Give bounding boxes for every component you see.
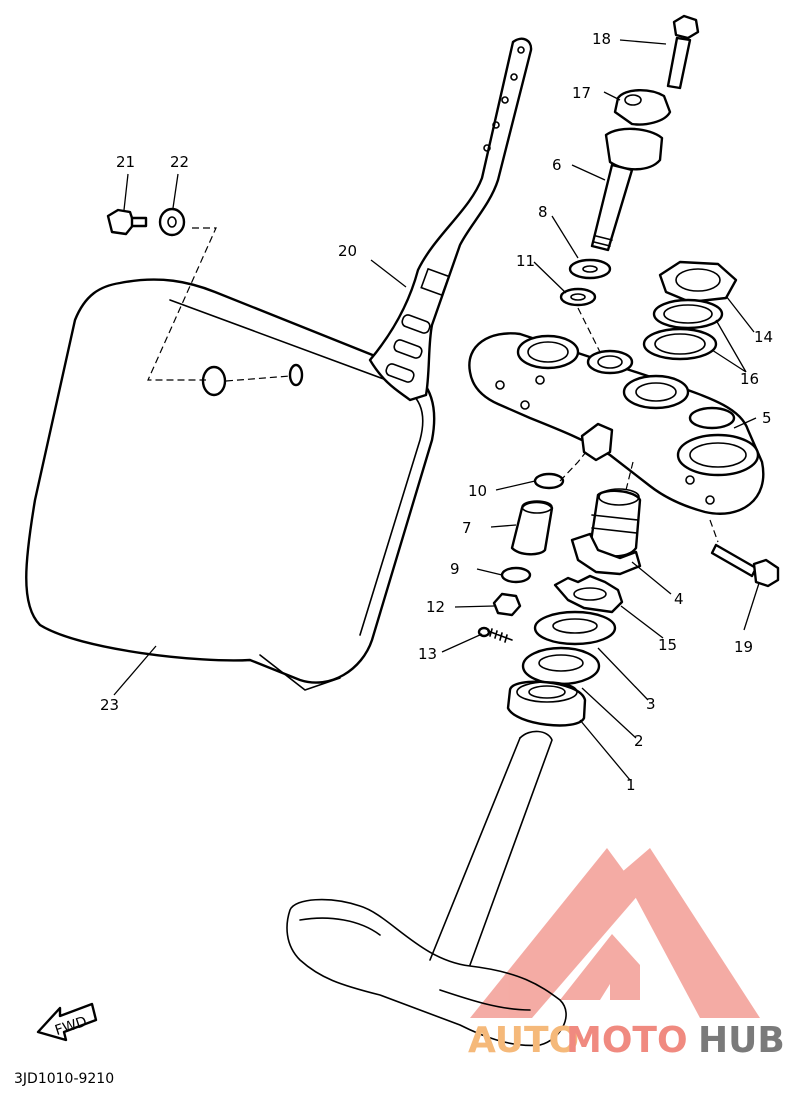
assembly-lines bbox=[147, 227, 719, 543]
nut-12 bbox=[492, 592, 522, 617]
handlebar-holder-lower bbox=[590, 127, 664, 252]
watermark-triangle-right bbox=[622, 848, 760, 1018]
callout-6: 6 bbox=[552, 156, 562, 174]
number-plate bbox=[25, 278, 436, 691]
screw-13 bbox=[477, 626, 513, 643]
callout-10: 10 bbox=[468, 482, 487, 500]
callout-14: 14 bbox=[754, 328, 773, 346]
watermark-hub: HUB bbox=[698, 1020, 785, 1061]
callout-3: 3 bbox=[646, 695, 656, 713]
handlebar-bolt bbox=[666, 14, 700, 90]
callout-8: 8 bbox=[538, 203, 548, 221]
callout-5: 5 bbox=[762, 409, 772, 427]
plate-hole bbox=[201, 365, 227, 397]
callout-11: 11 bbox=[516, 252, 535, 270]
callout-2: 2 bbox=[634, 732, 644, 750]
small-washer bbox=[533, 472, 565, 490]
upper-bracket bbox=[468, 332, 765, 515]
callout-15: 15 bbox=[658, 636, 677, 654]
upper-bearing bbox=[521, 646, 601, 686]
callout-21: 21 bbox=[116, 153, 135, 171]
callout-19: 19 bbox=[734, 638, 753, 656]
steering-nut bbox=[658, 260, 738, 304]
castle-nut bbox=[553, 574, 624, 614]
callout-17: 17 bbox=[572, 84, 591, 102]
lower-bearing bbox=[506, 680, 587, 727]
ring-nut bbox=[570, 488, 642, 576]
collar bbox=[510, 500, 554, 556]
watermark-moto: MOTO bbox=[566, 1020, 688, 1061]
plate-washer bbox=[158, 207, 186, 237]
watermark-inner-mark bbox=[560, 934, 640, 1000]
washer-upper bbox=[568, 258, 612, 280]
callout-7: 7 bbox=[462, 519, 472, 537]
callout-18: 18 bbox=[592, 30, 611, 48]
watermark-triangle-left bbox=[470, 848, 640, 1018]
washer-9 bbox=[500, 566, 532, 584]
callout-23: 23 bbox=[100, 696, 119, 714]
bearing-cover bbox=[533, 610, 617, 646]
watermark-text: AUTO MOTO HUB bbox=[468, 1020, 785, 1061]
plate-bracket bbox=[368, 37, 533, 402]
diagram-code: 3JD1010-9210 bbox=[14, 1071, 114, 1087]
callout-22: 22 bbox=[170, 153, 189, 171]
damper bbox=[559, 287, 597, 307]
callout-13: 13 bbox=[418, 645, 437, 663]
callout-9: 9 bbox=[450, 560, 460, 578]
plate-boss bbox=[288, 363, 304, 387]
leader-lines bbox=[113, 39, 761, 781]
cable-guide bbox=[580, 422, 614, 462]
callout-1: 1 bbox=[626, 776, 636, 794]
under-bracket bbox=[286, 730, 567, 1047]
watermark-logo bbox=[470, 848, 760, 1018]
callout-labels: 18 17 6 8 11 20 21 22 14 16 5 10 7 9 12 … bbox=[100, 30, 773, 794]
callout-4: 4 bbox=[674, 590, 684, 608]
watermark-auto: AUTO bbox=[468, 1020, 579, 1061]
handlebar-holder-upper bbox=[613, 89, 672, 126]
callout-16: 16 bbox=[740, 370, 759, 388]
callout-12: 12 bbox=[426, 598, 445, 616]
callout-20: 20 bbox=[338, 242, 357, 260]
fwd-arrow-icon: FWD bbox=[36, 1002, 98, 1042]
pinch-bolt-19 bbox=[710, 543, 780, 588]
plate-bolt bbox=[106, 208, 148, 236]
